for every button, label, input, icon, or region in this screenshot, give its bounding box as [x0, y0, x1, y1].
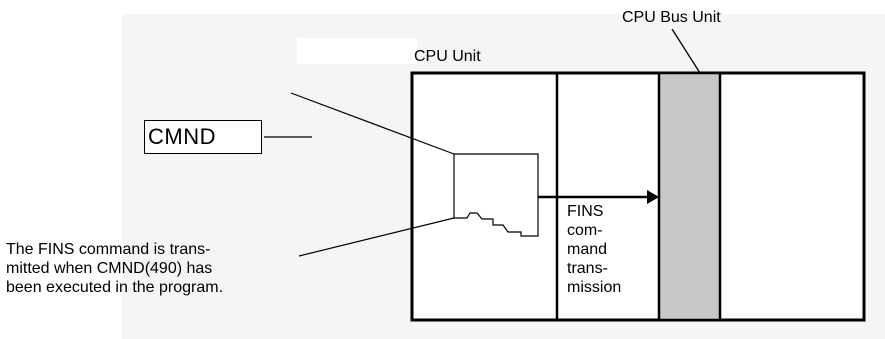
fins-label-line: com-: [567, 222, 603, 239]
fins-label-line: FINS: [567, 203, 604, 220]
callout-line: mitted when CMND(490) has: [6, 260, 213, 277]
fins-label-line: mission: [567, 279, 622, 296]
cmnd-instruction-box: CMND: [144, 120, 262, 154]
fins-transmission-label: FINS com- mand trans- mission: [567, 202, 655, 297]
callout-leader: [298, 217, 455, 257]
cpu-bus-unit-label: CPU Bus Unit: [622, 9, 721, 26]
fins-label-line: trans-: [567, 260, 608, 277]
callout-line: The FINS command is trans-: [6, 241, 211, 258]
background-notch: [297, 38, 417, 64]
callout-line: been executed in the program.: [6, 279, 224, 296]
cpu-unit-label: CPU Unit: [414, 48, 481, 65]
program-fragment: [453, 153, 539, 237]
fins-arrow-head: [647, 190, 659, 204]
zoom-line-top: [290, 92, 455, 155]
fins-label-line: mand: [567, 241, 608, 258]
callout-text: The FINS command is trans- mitted when C…: [6, 240, 223, 297]
cpu-bus-unit-leader: [671, 28, 701, 74]
cpu-bus-unit-slot: [657, 71, 722, 322]
